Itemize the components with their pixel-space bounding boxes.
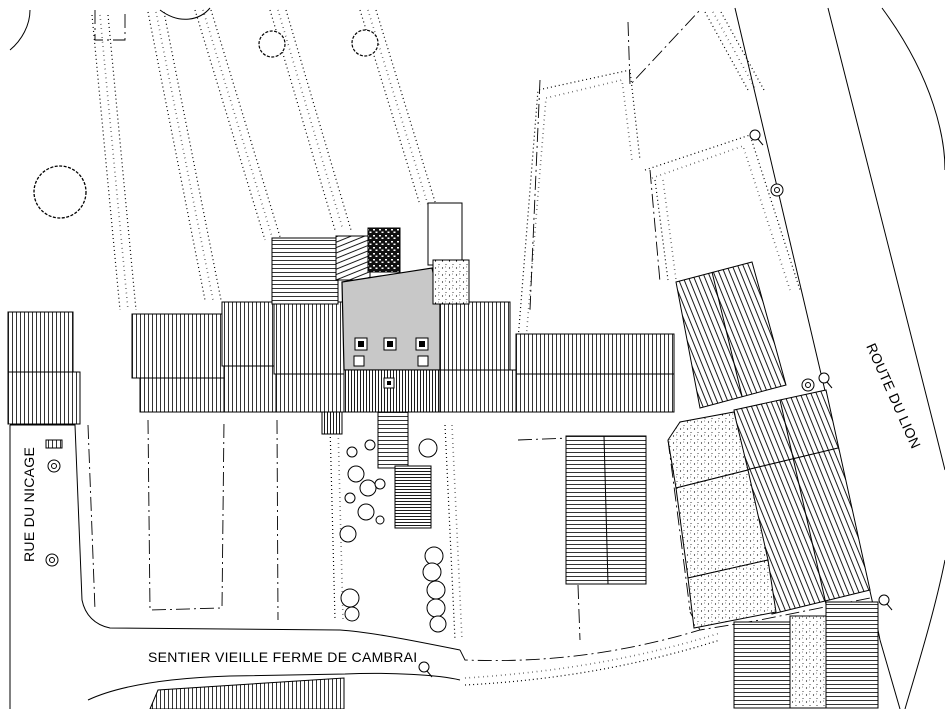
garden-shed [394, 465, 432, 529]
hedge-9 [329, 424, 463, 641]
hedge-10 [464, 632, 721, 686]
north-annex-2 [335, 235, 371, 281]
route-du-lion-west-edge [734, 7, 901, 709]
tree-north-2 [351, 29, 379, 57]
greenhouse-north [427, 202, 463, 266]
main-house-roof [341, 267, 441, 371]
street-fixtures [45, 129, 893, 678]
south-garden [321, 411, 447, 633]
building-west-1 [7, 311, 74, 375]
yard-1 [667, 411, 749, 489]
label-route-du-lion: ROUTE DU LION [863, 341, 924, 451]
hedge-8 [644, 134, 801, 291]
lamp-post-icon [801, 378, 815, 392]
east-wing [439, 301, 675, 413]
main-house [341, 267, 441, 413]
building-south-east-2 [789, 615, 827, 709]
lamp-post-icon [47, 459, 61, 473]
north-annex [271, 237, 339, 305]
yard-3 [687, 559, 777, 629]
east-buildings [565, 261, 879, 709]
building-south-east-3 [825, 601, 879, 709]
hedge-3 [194, 9, 282, 241]
hedge-1 [91, 14, 137, 311]
label-rue-du-nicage: RUE DU NICAGE [21, 447, 37, 562]
small-shed [45, 439, 63, 449]
building-sentier [149, 677, 345, 709]
road-network [9, 7, 945, 709]
building-south-east-1 [733, 621, 791, 709]
hydrant-icon [818, 372, 833, 389]
hedge-6 [517, 69, 641, 341]
hydrant-icon [749, 129, 764, 146]
arc-top [159, 7, 211, 20]
hedge-7 [704, 11, 765, 91]
lamp-post-icon [45, 553, 59, 567]
greenhouse-south [432, 259, 470, 305]
brick-yard [367, 227, 401, 273]
arc-top-left [9, 9, 31, 51]
hedge-2 [147, 11, 222, 301]
trees [33, 29, 379, 219]
route-du-lion-far-edge-south [904, 559, 945, 709]
hydrant-icon [878, 594, 893, 611]
barn-east-north [675, 261, 787, 409]
building-west-2 [7, 371, 81, 425]
route-du-lion-east-edge [827, 7, 945, 471]
west-wing [131, 301, 345, 413]
parcel-boundaries [87, 9, 871, 661]
hedgerows [91, 9, 801, 686]
lamp-post-icon [770, 183, 784, 197]
tree-north-1 [258, 30, 286, 58]
route-du-lion-far-edge [881, 7, 945, 171]
sentier-south-edge [87, 672, 461, 701]
hydrant-icon [418, 661, 433, 678]
label-sentier: SENTIER VIEILLE FERME DE CAMBRAI [148, 649, 417, 665]
tree-large-west [33, 165, 87, 219]
rue-du-nicage-edge [10, 424, 461, 651]
